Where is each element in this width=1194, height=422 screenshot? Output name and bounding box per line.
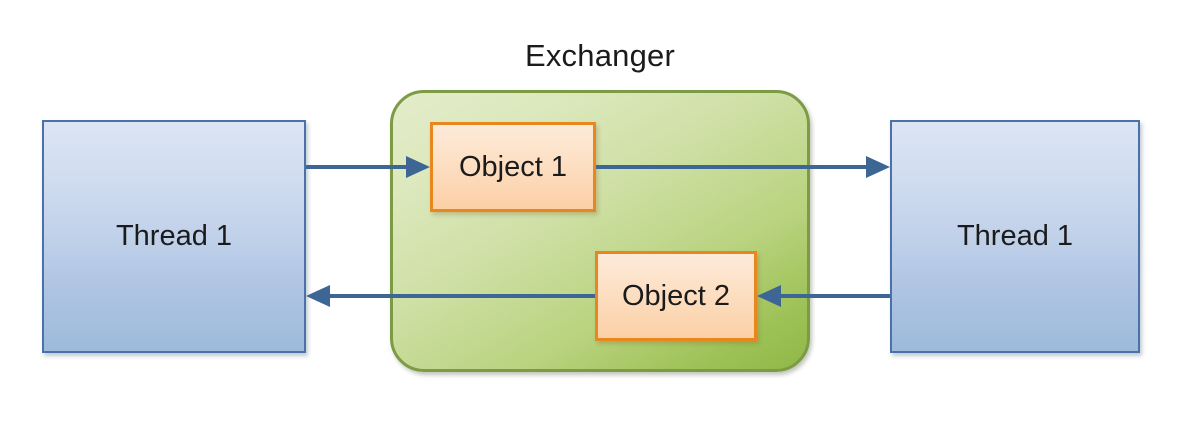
thread-box-left: Thread 1 <box>42 120 306 353</box>
thread-left-label: Thread 1 <box>115 220 233 252</box>
thread-right-label: Thread 1 <box>956 220 1074 252</box>
object-1-label: Object 1 <box>459 150 567 183</box>
object-box-2: Object 2 <box>595 251 757 341</box>
thread-box-right: Thread 1 <box>890 120 1140 353</box>
exchanger-title: Exchanger <box>524 38 675 73</box>
object-box-1: Object 1 <box>430 122 596 212</box>
object-2-label: Object 2 <box>622 279 730 312</box>
